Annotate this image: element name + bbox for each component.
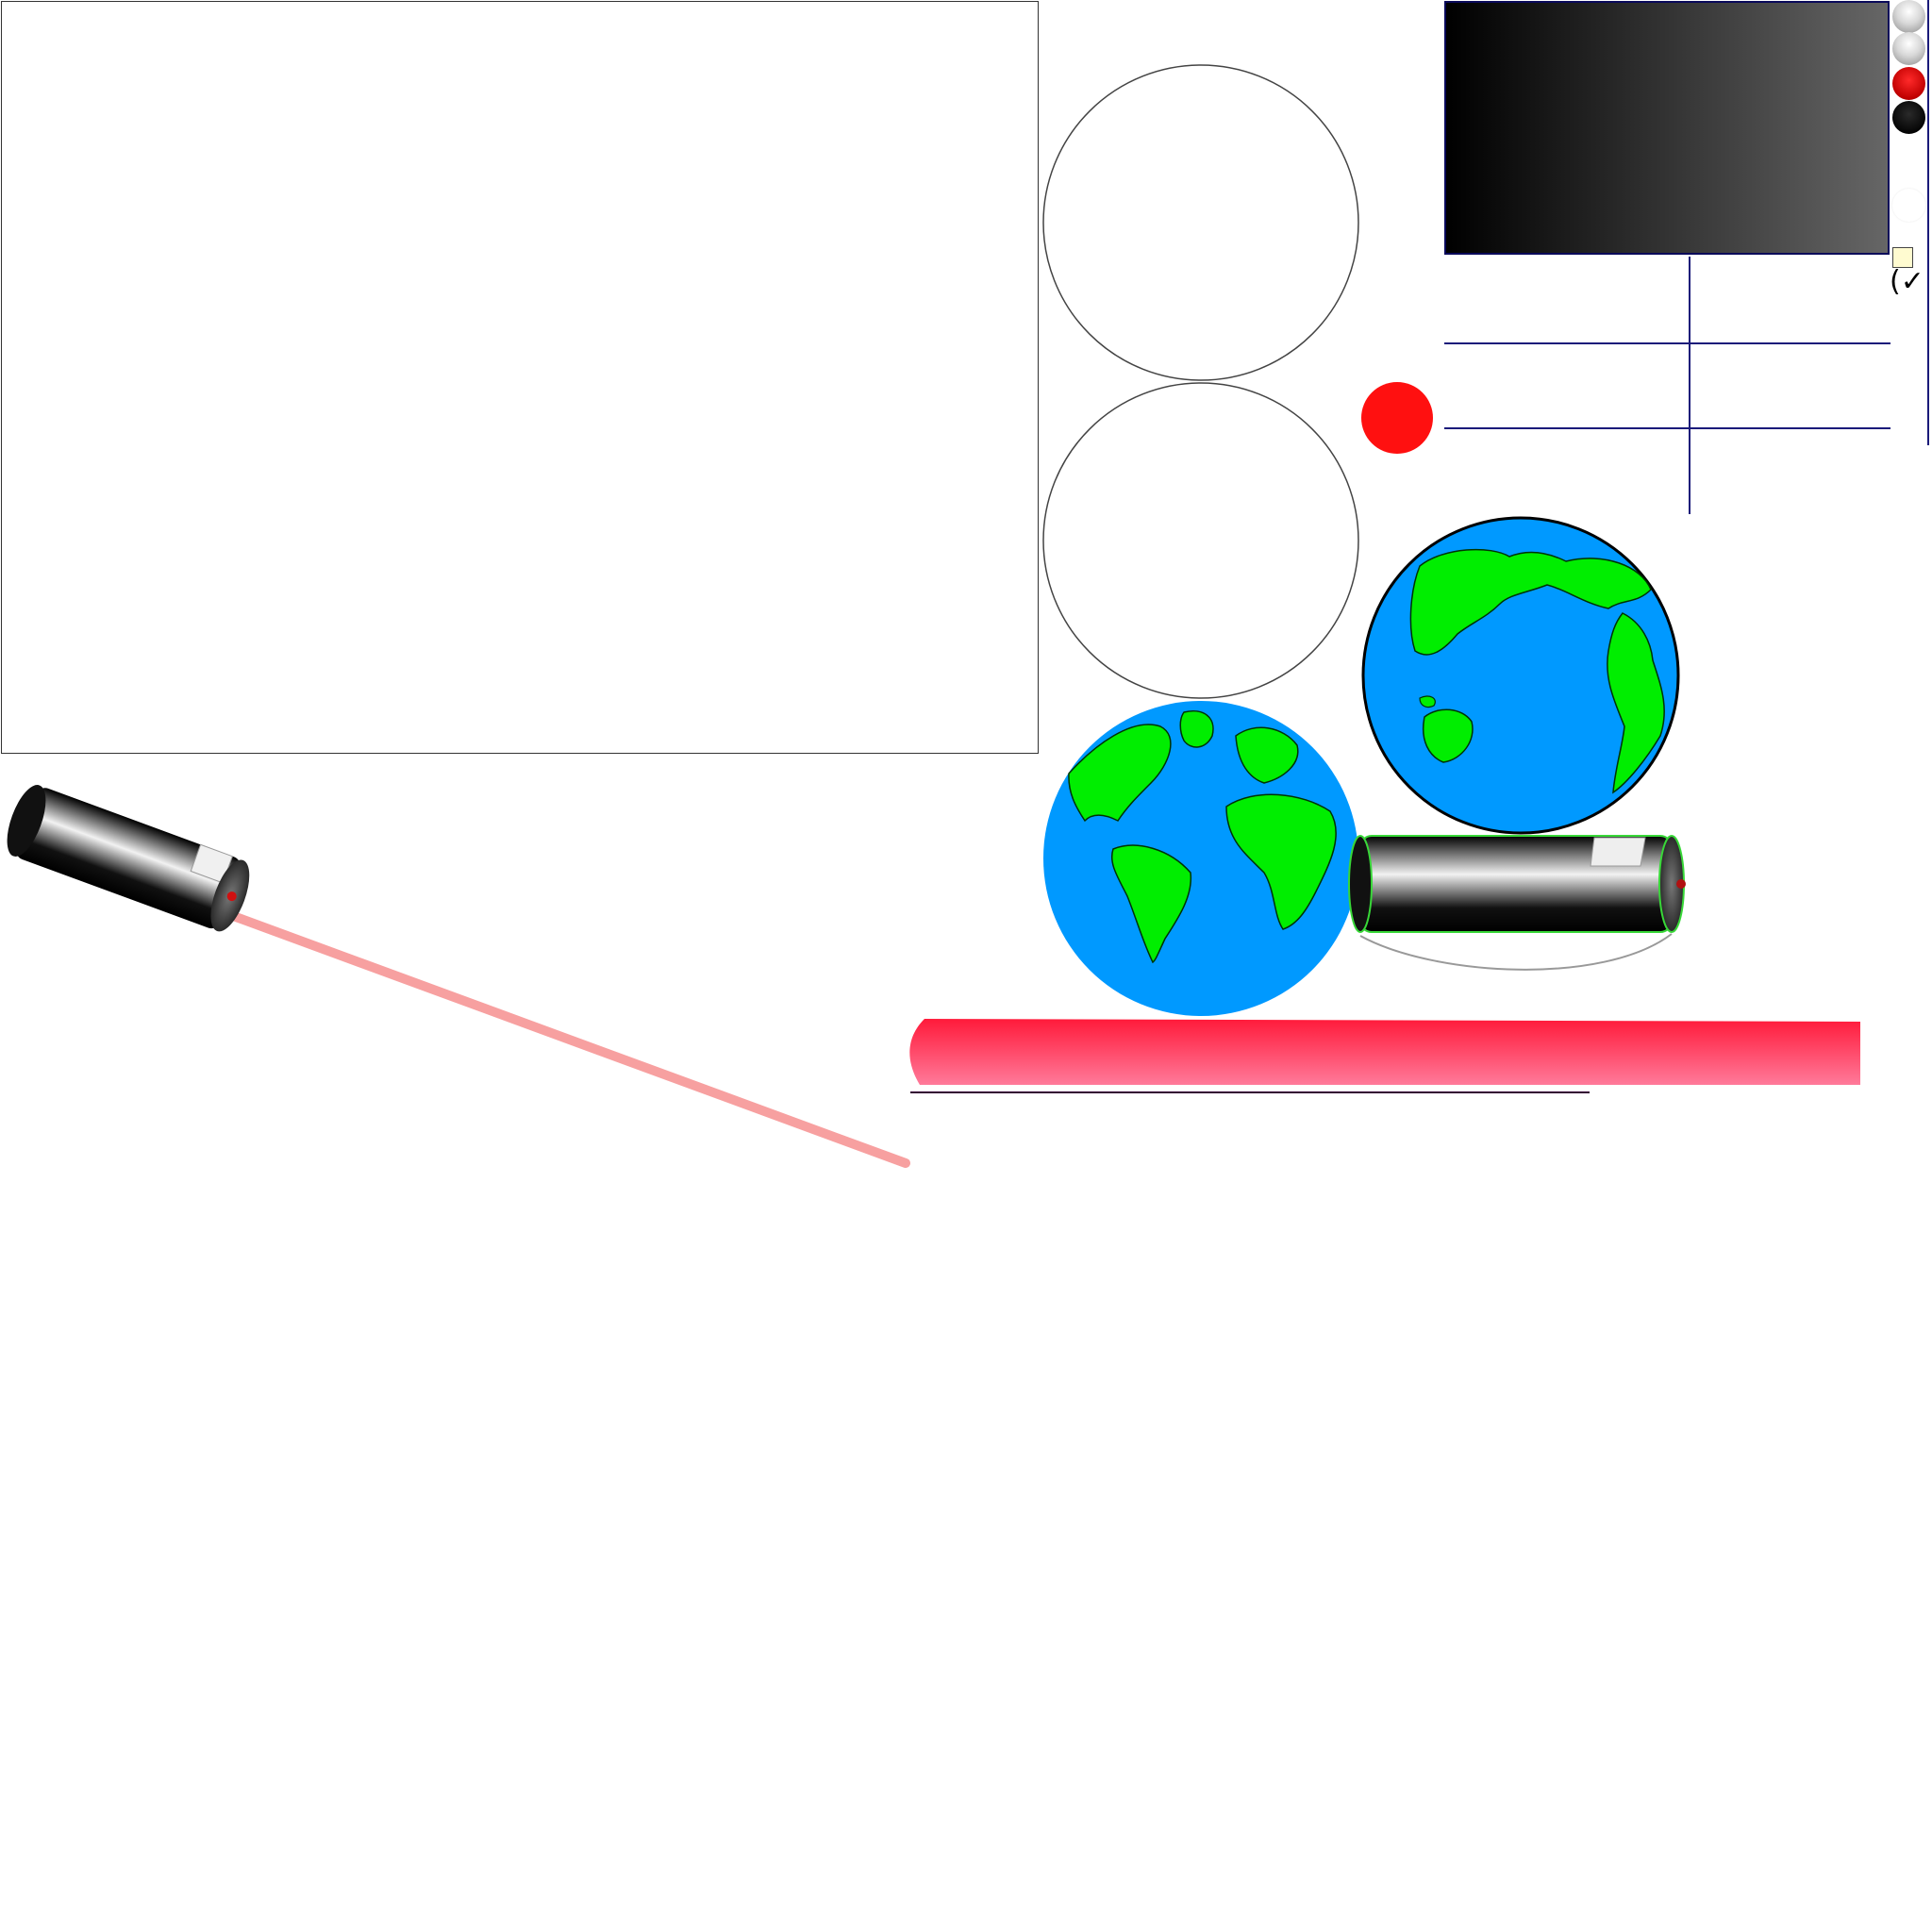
outline-circle-top (1042, 64, 1359, 381)
red-ball-swatch[interactable] (1892, 67, 1925, 100)
silver-ball-swatch[interactable] (1892, 0, 1925, 33)
white-ball-swatch[interactable] (1892, 189, 1925, 222)
outline-circle-bottom (1042, 382, 1359, 699)
laser-pointer-icon[interactable] (0, 780, 258, 937)
laser-pointer-side-icon[interactable] (1348, 835, 1686, 971)
red-dot-icon[interactable] (1361, 382, 1433, 454)
globe-pacific-icon[interactable] (1361, 516, 1680, 835)
gradient-panel (1444, 1, 1890, 255)
checkbox-label: (✓ (1890, 265, 1924, 298)
black-ball-swatch[interactable] (1892, 101, 1925, 134)
laser-beam (231, 912, 910, 1168)
globe-atlantic-icon[interactable] (1043, 701, 1358, 1016)
silver-ball-swatch-2[interactable] (1892, 32, 1925, 65)
option-checkbox[interactable] (1892, 247, 1913, 268)
pink-bar (909, 1019, 1860, 1085)
empty-frame (1, 1, 1039, 754)
crosshair-lines (1444, 0, 1929, 514)
